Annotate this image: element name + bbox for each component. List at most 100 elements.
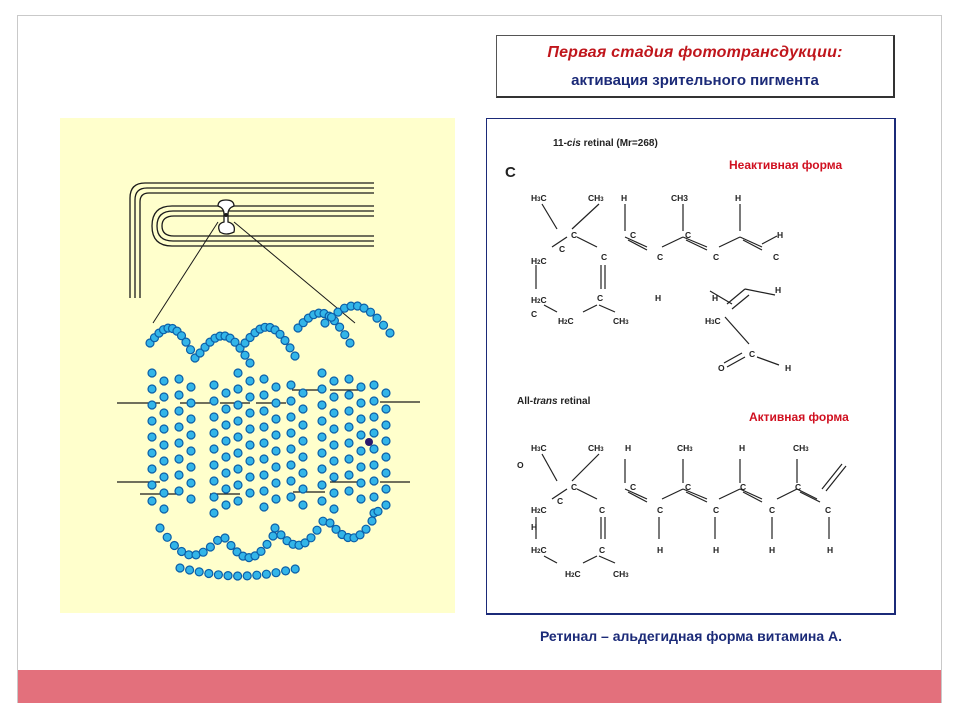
amino-acid-bead [159, 408, 169, 418]
amino-acid-bead [174, 438, 184, 448]
amino-acid-bead [356, 414, 366, 424]
svg-text:C: C [713, 252, 719, 262]
amino-acid-bead [381, 500, 391, 510]
amino-acid-bead [233, 480, 243, 490]
amino-acid-bead [271, 568, 281, 578]
amino-acid-bead [147, 384, 157, 394]
cis-retinal-atoms: H3C CH3 H CH3 H C C C C H H2C C C C C H2… [531, 193, 791, 373]
svg-text:H: H [777, 230, 783, 240]
amino-acid-bead [298, 388, 308, 398]
amino-acid-bead [261, 569, 271, 579]
amino-acid-bead [221, 388, 231, 398]
amino-acid-bead [209, 460, 219, 470]
amino-acid-bead [147, 480, 157, 490]
amino-acid-bead [345, 338, 355, 348]
amino-acid-bead [356, 494, 366, 504]
svg-text:C: C [571, 230, 577, 240]
amino-acid-bead [369, 428, 379, 438]
amino-acid-bead [356, 398, 366, 408]
amino-acid-bead [369, 380, 379, 390]
amino-acid-bead [221, 404, 231, 414]
amino-acid-bead [159, 392, 169, 402]
amino-acid-bead [298, 452, 308, 462]
svg-text:CH3: CH3 [588, 443, 604, 453]
svg-text:H2C: H2C [531, 256, 547, 266]
amino-acid-bead [329, 504, 339, 514]
amino-acid-bead [369, 396, 379, 406]
amino-acid-bead [159, 440, 169, 450]
amino-acid-bead [381, 404, 391, 414]
amino-acid-bead [300, 538, 310, 548]
amino-acid-bead [290, 351, 300, 361]
svg-text:C: C [531, 309, 537, 319]
svg-text:C: C [749, 349, 755, 359]
amino-acid-bead [250, 551, 260, 561]
amino-acid-bead [186, 382, 196, 392]
amino-acid-bead [233, 400, 243, 410]
amino-acid-bead [369, 476, 379, 486]
amino-acid-bead [344, 390, 354, 400]
amino-acid-bead [275, 329, 285, 339]
amino-acid-bead [344, 470, 354, 480]
amino-acid-bead [286, 412, 296, 422]
retinal-structures: C 11-cis retinal (Mr=268) Неактивная фор… [505, 138, 849, 579]
amino-acid-bead [317, 416, 327, 426]
amino-acid-bead [209, 412, 219, 422]
svg-text:H: H [775, 285, 781, 295]
amino-acid-bead [298, 420, 308, 430]
rhodopsin-molecule-icon [217, 199, 236, 235]
svg-text:C: C [657, 252, 663, 262]
active-form-label: Активная форма [749, 410, 849, 424]
amino-acid-bead [369, 460, 379, 470]
amino-acid-bead [209, 508, 219, 518]
cis-retinal-name: 11-cis retinal (Mr=268) [553, 138, 658, 149]
svg-text:H2C: H2C [565, 569, 581, 579]
amino-acid-bead [259, 470, 269, 480]
panel-letter: C [505, 164, 516, 181]
amino-acid-bead [209, 444, 219, 454]
amino-acid-bead [186, 398, 196, 408]
amino-acid-bead [221, 468, 231, 478]
amino-acid-bead [320, 318, 330, 328]
amino-acid-bead [209, 492, 219, 502]
amino-acid-bead [378, 320, 389, 330]
amino-acid-bead [147, 464, 157, 474]
amino-acid-bead [356, 430, 366, 440]
amino-acid-bead [306, 533, 316, 543]
amino-acid-bead [147, 496, 157, 506]
svg-text:H2C: H2C [531, 295, 547, 305]
svg-text:C: C [571, 482, 577, 492]
amino-acid-bead [198, 547, 208, 557]
amino-acid-bead [317, 464, 327, 474]
amino-acid-bead [381, 452, 391, 462]
amino-acid-bead [221, 436, 231, 446]
amino-acid-bead [286, 460, 296, 470]
amino-acid-bead [245, 440, 255, 450]
amino-acid-bead [331, 524, 341, 534]
title-line-1: Первая стадия фототрансдукции: [547, 44, 843, 61]
amino-acid-bead [147, 416, 157, 426]
svg-text:C: C [773, 252, 779, 262]
amino-acid-bead [259, 454, 269, 464]
amino-acid-bead [329, 392, 339, 402]
amino-acid-bead [245, 392, 255, 402]
amino-acid-bead [159, 456, 169, 466]
svg-text:CH3: CH3 [613, 569, 629, 579]
amino-acid-bead [356, 382, 366, 392]
amino-acid-bead [252, 570, 262, 580]
svg-text:C: C [597, 293, 603, 303]
amino-acid-bead [240, 338, 250, 348]
amino-acid-bead [298, 484, 308, 494]
svg-text:C: C [685, 482, 691, 492]
trans-retinal-bonds [535, 453, 847, 564]
amino-acid-bead [271, 382, 281, 392]
svg-text:H: H [655, 293, 661, 303]
svg-text:H3C: H3C [531, 193, 547, 203]
amino-acid-bead [355, 530, 365, 540]
amino-acid-bead [174, 470, 184, 480]
svg-text:CH3: CH3 [588, 193, 604, 203]
amino-acid-bead [174, 454, 184, 464]
amino-acid-bead [186, 414, 196, 424]
amino-acid-bead [325, 518, 335, 528]
protein-bead-chain [145, 301, 395, 581]
